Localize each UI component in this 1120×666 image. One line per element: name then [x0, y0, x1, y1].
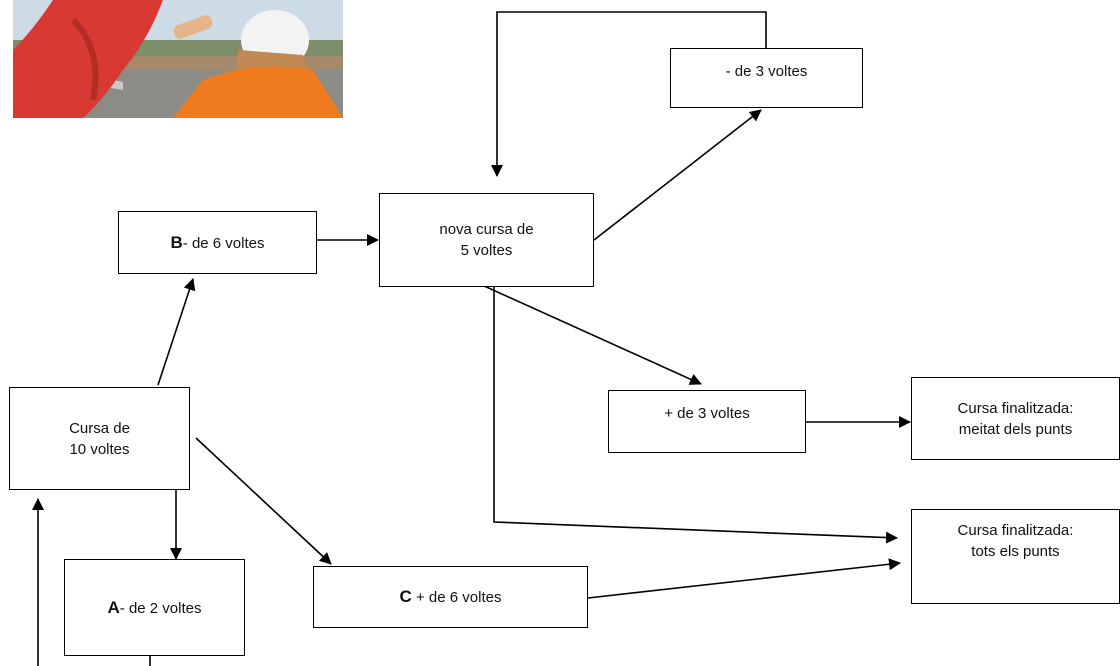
- node-race-10-laps: Cursa de 10 voltes: [9, 387, 190, 490]
- node-c-letter: C: [399, 587, 412, 606]
- node-c-more-6-laps: C + de 6 voltes: [313, 566, 588, 628]
- node-race-10-line2: 10 voltes: [69, 440, 130, 458]
- node-all-points-line2: tots els punts: [971, 543, 1060, 560]
- node-half-points-line2: meitat dels punts: [958, 420, 1073, 438]
- edge-race10-to-c: [195, 437, 332, 565]
- node-less-3-laps: - de 3 voltes: [670, 48, 863, 108]
- node-a-label: A- de 2 voltes: [108, 597, 202, 619]
- edge-c-to-all-points: [587, 558, 901, 599]
- node-c-text: + de 6 voltes: [411, 589, 502, 606]
- node-less3-text: - de 3 voltes: [725, 63, 808, 80]
- node-a-less-2-laps: A- de 2 voltes: [64, 559, 245, 656]
- node-more3-text: + de 3 voltes: [664, 405, 750, 422]
- edge-new-race-to-less3: [593, 109, 762, 241]
- edge-less3-loop: [491, 11, 767, 177]
- edge-new-race-to-more3: [481, 284, 702, 385]
- node-c-label: C + de 6 voltes: [400, 586, 502, 608]
- node-b-less-6-laps: B- de 6 voltes: [118, 211, 317, 274]
- marshal-red-flag-photo: [13, 0, 343, 118]
- node-race-10-line1: Cursa de: [69, 419, 130, 437]
- node-more-3-laps: + de 3 voltes: [608, 390, 806, 453]
- node-b-label: B- de 6 voltes: [171, 232, 265, 254]
- node-finished-half-points: Cursa finalitzada: meitat dels punts: [911, 377, 1120, 460]
- edge-race10-to-b: [157, 278, 196, 386]
- node-new-race-line1: nova cursa de: [439, 221, 534, 238]
- node-b-letter: B: [170, 232, 183, 252]
- node-a-letter: A: [107, 597, 120, 617]
- node-b-text: - de 6 voltes: [182, 234, 265, 252]
- node-finished-all-points: Cursa finalitzada: tots els punts: [911, 509, 1120, 604]
- node-a-text: - de 2 voltes: [119, 599, 202, 617]
- node-half-points-line1: Cursa finalitzada:: [957, 399, 1074, 417]
- node-new-race-line2: 5 voltes: [460, 242, 513, 259]
- node-all-points-line1: Cursa finalitzada:: [957, 522, 1074, 539]
- edge-new-race-to-all-points: [493, 287, 898, 544]
- node-new-race-5-laps: nova cursa de 5 voltes: [379, 193, 594, 287]
